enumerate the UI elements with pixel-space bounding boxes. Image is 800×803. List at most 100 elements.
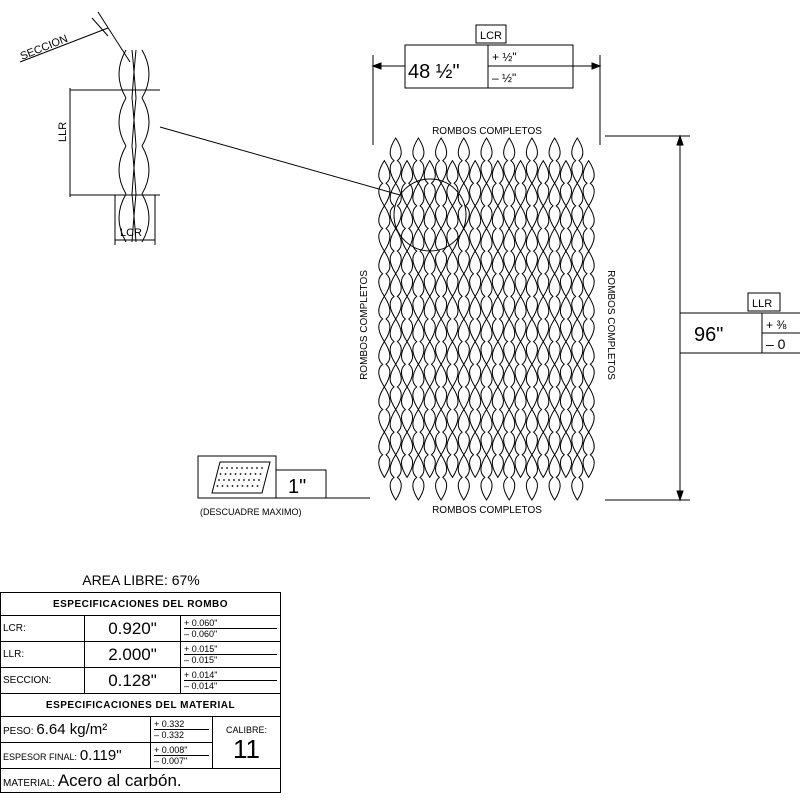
mesh-diamond xyxy=(514,385,527,434)
lcr-value: 0.920" xyxy=(84,615,181,642)
mesh-diamond xyxy=(548,453,561,501)
mesh-diamond xyxy=(525,363,538,411)
mesh-diamond xyxy=(503,453,516,501)
material-value: Acero al carbón. xyxy=(57,770,182,790)
descuadre-caption: (DESCUADRE MAXIMO) xyxy=(200,507,302,517)
mesh-diamond xyxy=(582,204,595,253)
mesh-diamond xyxy=(571,182,584,230)
mesh-diamond xyxy=(446,250,459,298)
mesh-diamond xyxy=(525,408,538,456)
right-dimension xyxy=(605,134,800,502)
seccion-tol-plus: + 0.014" xyxy=(184,670,278,681)
detail-callout-circle xyxy=(393,178,467,252)
mesh-diamond xyxy=(571,227,584,275)
mesh-diamond xyxy=(401,250,414,298)
mesh-diamond xyxy=(514,295,527,343)
mesh-diamond xyxy=(435,227,448,275)
mesh-diamond xyxy=(514,204,527,253)
mesh-diamond xyxy=(537,204,550,253)
material-cell: MATERIAL: Acero al carbón. xyxy=(0,768,281,793)
mesh-diamond xyxy=(491,159,504,207)
peso-label: PESO: xyxy=(3,726,34,737)
mesh-diamond xyxy=(435,272,448,320)
mesh-diamond xyxy=(378,295,391,343)
lcr-tol-minus: – 0.060" xyxy=(184,629,218,639)
peso-tolerance: + 0.332 – 0.332 xyxy=(150,716,213,743)
mesh-diamond xyxy=(423,295,436,343)
mesh-diamond xyxy=(548,363,561,411)
mesh-diamond xyxy=(469,385,482,434)
mesh-diamond xyxy=(503,408,516,456)
mesh-diamond xyxy=(525,137,538,185)
mesh-diamond xyxy=(582,340,595,388)
mesh-diamond xyxy=(401,159,414,207)
mesh-diamond xyxy=(389,453,402,501)
mesh-diamond xyxy=(378,431,391,479)
mesh-diamond xyxy=(389,227,402,275)
mesh-diamond xyxy=(537,340,550,388)
calibre-label: CALIBRE: xyxy=(225,724,267,735)
espesor-tol-plus: + 0.008" xyxy=(154,745,209,756)
seccion-tol-minus: – 0.014" xyxy=(184,681,218,691)
mesh-diamond xyxy=(491,340,504,388)
material-label: MATERIAL: xyxy=(3,777,56,789)
mesh-diamond xyxy=(582,385,595,434)
mesh-diamond xyxy=(401,431,414,479)
right-dim-value: 96" xyxy=(694,324,723,346)
espesor-value: 0.119" xyxy=(79,747,122,764)
right-dim-tol-plus: + ⅜ xyxy=(766,318,787,332)
expanded-metal-mesh xyxy=(378,137,595,501)
mesh-diamond xyxy=(503,227,516,275)
mesh-diamond xyxy=(571,272,584,320)
mesh-diamond xyxy=(412,408,425,456)
mesh-diamond xyxy=(423,204,436,253)
mesh-diamond xyxy=(491,385,504,434)
mesh-diamond xyxy=(548,318,561,366)
mesh-left-label: ROMBOS COMPLETOS xyxy=(359,270,370,380)
mesh-diamond xyxy=(412,318,425,366)
calibre-value: 11 xyxy=(233,733,260,764)
mesh-diamond xyxy=(582,250,595,298)
mesh-diamond xyxy=(469,250,482,298)
mesh-diamond xyxy=(537,295,550,343)
mesh-diamond xyxy=(559,340,572,388)
mesh-diamond xyxy=(571,363,584,411)
rombo-specs-table: ESPECIFICACIONES DEL ROMBO LCR: 0.920" +… xyxy=(0,592,282,694)
seccion-spec-label: SECCION: xyxy=(0,667,85,694)
mesh-diamond xyxy=(457,137,470,185)
table-row: LLR: 2.000" + 0.015" – 0.015" xyxy=(0,641,282,668)
mesh-diamond xyxy=(389,318,402,366)
mesh-diamond xyxy=(571,137,584,185)
mesh-diamond xyxy=(525,182,538,230)
mesh-diamond xyxy=(571,408,584,456)
top-dimension xyxy=(371,24,602,145)
mesh-diamond xyxy=(401,340,414,388)
mesh-diamond xyxy=(582,431,595,479)
mesh-diamond xyxy=(491,204,504,253)
mesh-diamond xyxy=(514,340,527,388)
llr-tolerance: + 0.015" – 0.015" xyxy=(179,641,282,668)
mesh-diamond xyxy=(480,182,493,230)
mesh-diamond xyxy=(480,453,493,501)
mesh-diamond xyxy=(469,159,482,207)
top-dim-value: 48 ½" xyxy=(408,61,460,83)
mesh-diamond xyxy=(548,272,561,320)
mesh-diamond xyxy=(559,431,572,479)
technical-drawing: SECCION LLR LCR LCR 48 ½" + ½" – ½" ROMB… xyxy=(19,11,800,517)
mesh-diamond xyxy=(446,159,459,207)
mesh-diamond xyxy=(435,363,448,411)
mesh-diamond xyxy=(446,340,459,388)
mesh-diamond xyxy=(469,340,482,388)
mesh-diamond xyxy=(582,295,595,343)
mesh-diamond xyxy=(423,385,436,434)
mesh-bottom-label: ROMBOS COMPLETOS xyxy=(432,505,542,516)
mesh-diamond xyxy=(537,431,550,479)
seccion-spec-value: 0.128" xyxy=(84,667,181,694)
mesh-diamond xyxy=(389,272,402,320)
lcr-tolerance: + 0.060" – 0.060" xyxy=(179,615,282,642)
espesor-tolerance: + 0.008" – 0.007" xyxy=(150,742,213,769)
mesh-diamond xyxy=(423,250,436,298)
mesh-diamond xyxy=(401,385,414,434)
mesh-diamond xyxy=(582,159,595,207)
mesh-diamond xyxy=(480,318,493,366)
